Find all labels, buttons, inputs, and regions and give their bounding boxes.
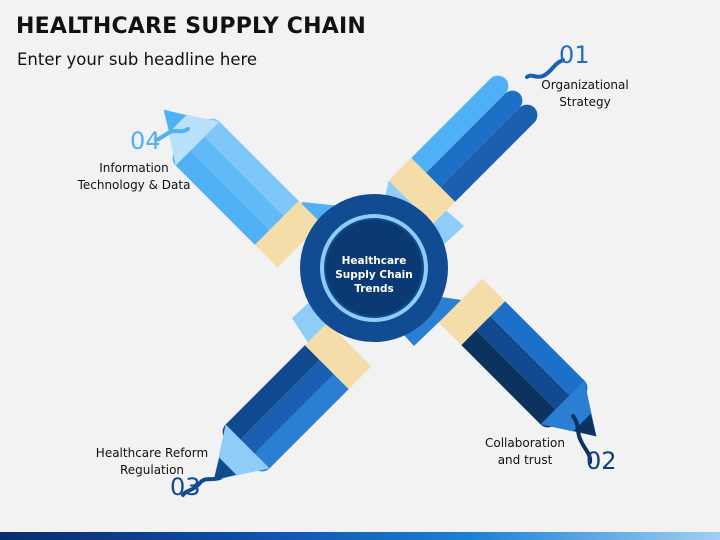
item-label-04: Information Technology & Data: [70, 160, 198, 194]
item-label-02: Collaboration and trust: [466, 435, 584, 469]
pencil-02: [438, 278, 597, 437]
tail-04: [154, 127, 190, 142]
label-line: Information: [99, 161, 169, 175]
tail-03: [181, 476, 222, 497]
item-label-03: Healthcare Reform Regulation: [86, 445, 218, 479]
bottom-gradient-bar: [0, 532, 720, 540]
connector-02: [392, 296, 462, 346]
pencil-04: [163, 109, 322, 268]
pencil-03: [213, 322, 372, 481]
label-line: Strategy: [559, 95, 611, 110]
center-inner-disc: [326, 220, 422, 316]
center-line: Trends: [354, 283, 394, 296]
center-light-ring: [320, 214, 428, 322]
label-line: and trust: [497, 453, 553, 468]
item-number-03: 03: [170, 473, 201, 501]
page-subtitle: Enter your sub headline here: [17, 50, 258, 69]
center-label: Healthcare Supply Chain Trends: [322, 254, 426, 297]
page-title: HEALTHCARE SUPPLY CHAIN: [16, 14, 366, 39]
label-line: Regulation: [119, 463, 185, 478]
item-number-02: 02: [586, 447, 617, 475]
item-number-01: 01: [559, 41, 590, 69]
item-label-01: Organizational Strategy: [520, 77, 650, 111]
label-line: Organizational: [541, 78, 629, 92]
label-line: Collaboration: [485, 436, 565, 450]
label-line: Technology & Data: [77, 178, 191, 193]
tail-01: [525, 58, 565, 79]
tail-02: [571, 414, 593, 464]
label-line: Healthcare Reform: [95, 446, 209, 460]
center-line: Supply Chain: [335, 269, 413, 282]
center-line: Healthcare: [341, 255, 407, 267]
item-number-04: 04: [130, 127, 161, 155]
